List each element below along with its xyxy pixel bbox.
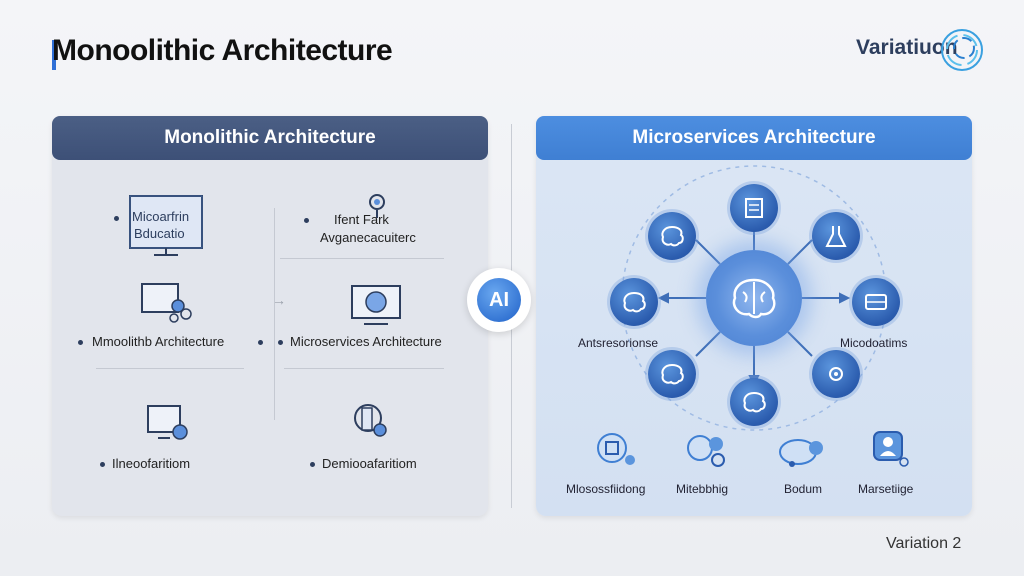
grid-divider-top: [280, 258, 444, 259]
flow-arrow-icon: →: [272, 292, 286, 308]
grid-divider-middle: [96, 368, 244, 369]
ai-badge-text: AI: [477, 278, 521, 322]
bullet-dot: [100, 462, 105, 467]
presentation-icon: [147, 405, 188, 440]
service-node-bottom-left: [648, 350, 696, 398]
item-label-middle-left: Mmoolithb Architecture: [92, 334, 225, 349]
screen-target-icon: [351, 285, 401, 325]
bullet-dot: [304, 218, 309, 223]
service-label-right: Micodoatims: [840, 336, 908, 350]
monolithic-panel: Monolithic Architecture → Micoarfrin Bdu…: [52, 116, 488, 516]
monolithic-panel-header: Monolithic Architecture: [52, 116, 488, 160]
scientist-profile-icon: [873, 431, 909, 467]
monitor-users-icon: [141, 283, 192, 323]
page-title: Monoolithic Architecture: [52, 34, 393, 67]
server-icon: [865, 294, 887, 310]
bottom-label-2: Mitebbhig: [676, 482, 729, 496]
gear-architecture-icon: [369, 194, 385, 218]
service-node-bottom-right: [812, 350, 860, 398]
service-node-top: [730, 184, 778, 232]
brand-logo-text: Variatiuon: [856, 36, 958, 59]
service-node-left: [610, 278, 658, 326]
bottom-label-3: Bodum: [784, 482, 823, 496]
grid-divider-vertical: [274, 208, 275, 420]
microservice-chip-icon: [597, 433, 635, 465]
item-label-middle-right: Microservices Architecture: [290, 334, 442, 349]
ai-badge: AI: [467, 268, 531, 332]
bullet-dot: [278, 340, 283, 345]
cloud-data-icon: [779, 439, 823, 467]
flask-icon: [825, 226, 847, 247]
microservices-panel-header: Microservices Architecture: [536, 116, 972, 160]
microservices-panel: Microservices Architecture: [536, 116, 972, 516]
bullet-dot: [78, 340, 83, 345]
title-accent-bar: [52, 40, 56, 70]
bullet-dot: [114, 216, 119, 221]
bullet-dot: [258, 340, 263, 345]
item-label-top-right-2: Avganecacuiterc: [320, 230, 416, 245]
brain-icon: [623, 291, 646, 313]
service-label-left: Antsresorionse: [578, 336, 659, 350]
document-gear-icon: [354, 404, 387, 437]
variation-footer: Variation 2: [886, 535, 962, 552]
brain-icon: [661, 363, 684, 385]
item-label-bottom-left: Ilneoofaritiom: [112, 456, 191, 471]
monitor-education-icon: [129, 195, 203, 256]
brain-icon: [732, 278, 776, 319]
item-label-bottom-right: Demiooafaritiom: [322, 456, 417, 471]
service-node-top-left: [648, 212, 696, 260]
grid-divider-middle-right: [284, 368, 444, 369]
central-brain-hub: [706, 250, 802, 346]
bottom-label-1: Mlosossfiidong: [566, 482, 646, 496]
bottom-label-4: Marsetiige: [858, 482, 914, 496]
monitor-caption-line2: Bducatio: [134, 226, 185, 241]
brain-icon: [743, 391, 766, 413]
brain-icon: [661, 225, 684, 247]
bullet-dot: [310, 462, 315, 467]
service-node-bottom: [730, 378, 778, 426]
monitor-caption-line1: Micoarfrin: [132, 209, 190, 224]
network-users-icon: [687, 435, 725, 467]
service-node-top-right: [812, 212, 860, 260]
item-label-top-right-1: Ifent Fark: [334, 212, 389, 227]
document-service-icon: [745, 198, 763, 218]
settings-icon: [829, 367, 843, 381]
service-node-right: [852, 278, 900, 326]
brand-swirl-icon: [941, 29, 983, 71]
